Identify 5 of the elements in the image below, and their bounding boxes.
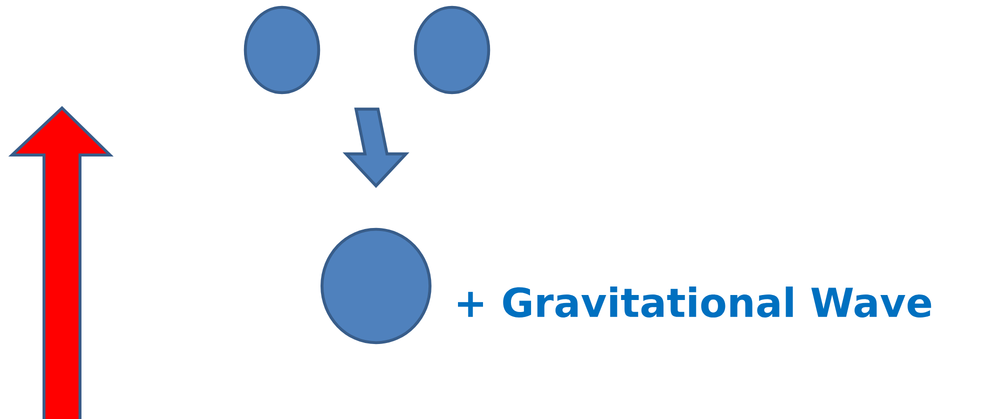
block-arrow [342, 108, 410, 188]
circle [414, 6, 490, 94]
circle [320, 228, 432, 344]
caption-text: + Gravitational Wave [458, 286, 932, 318]
circle [244, 6, 320, 94]
